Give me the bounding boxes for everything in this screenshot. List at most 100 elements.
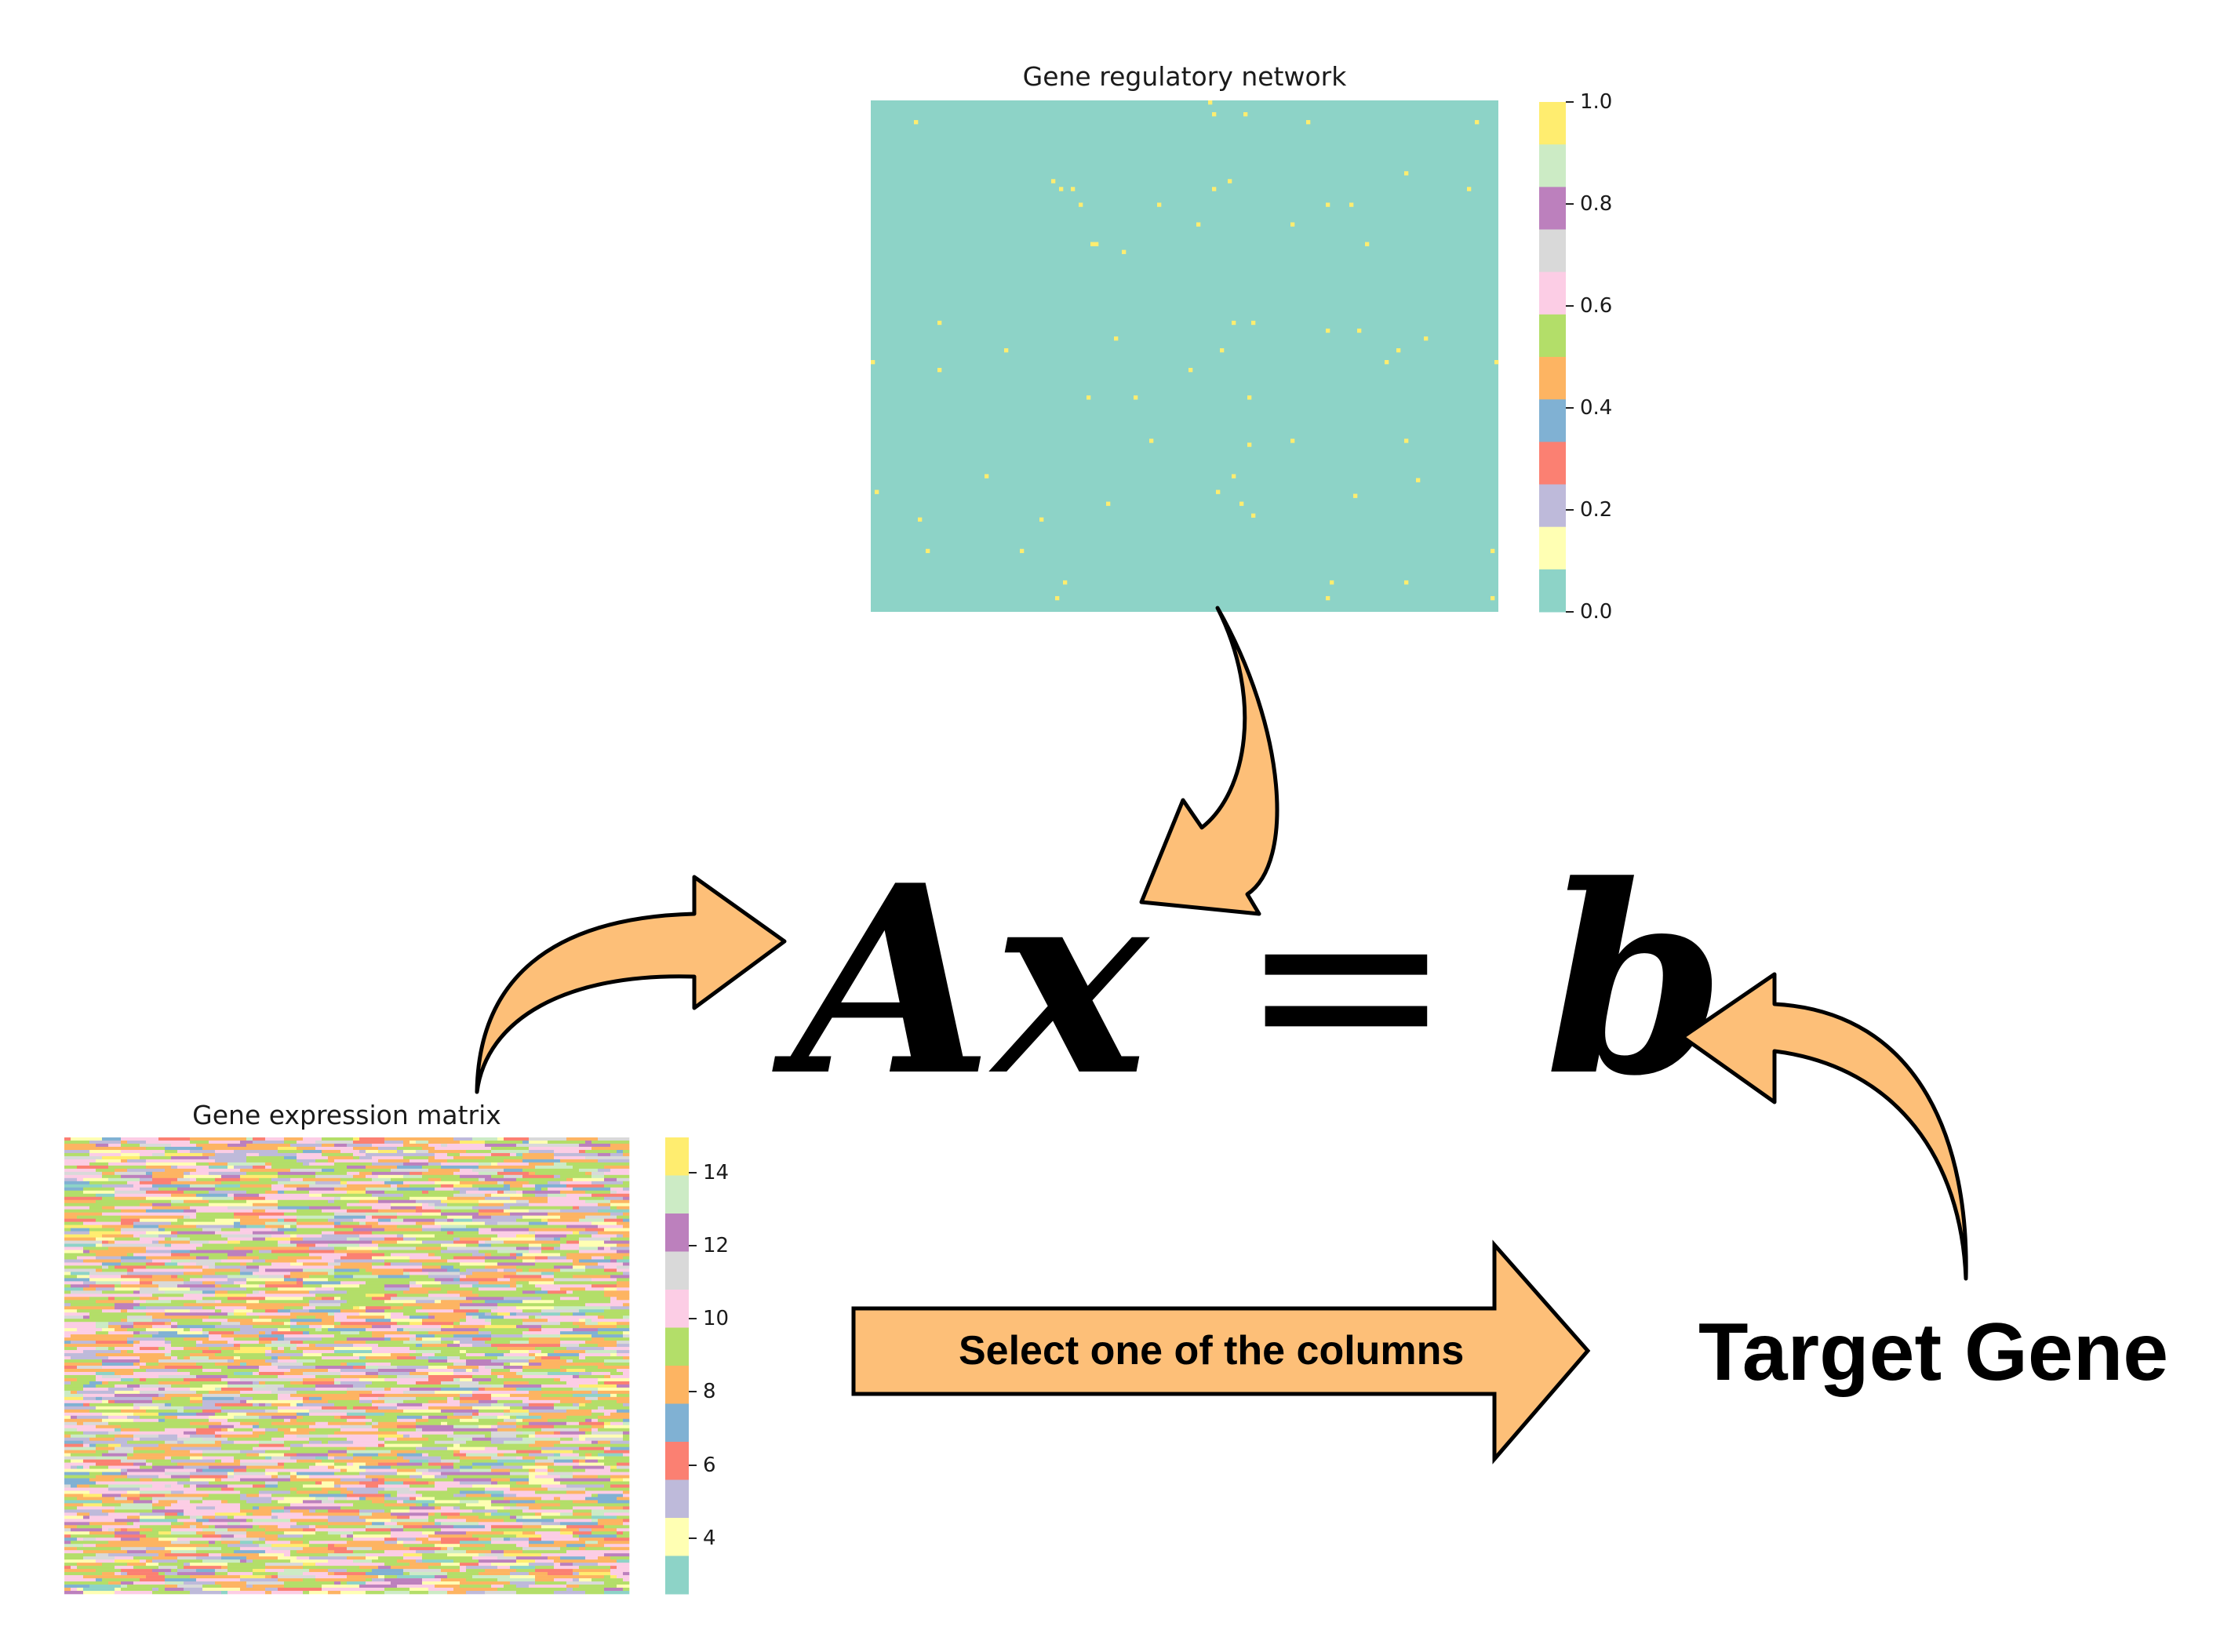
expression-cell [89, 1284, 115, 1288]
expression-cell [510, 1566, 536, 1570]
expression-cell [453, 1450, 460, 1454]
expression-cell [554, 1300, 592, 1304]
expression-cell [485, 1221, 498, 1225]
expression-cell [303, 1563, 316, 1566]
expression-cell [328, 1368, 341, 1373]
expression-cell [359, 1221, 366, 1225]
expression-cell [253, 1140, 285, 1144]
expression-cell [234, 1475, 272, 1479]
expression-cell [290, 1553, 329, 1557]
expression-cell [133, 1184, 153, 1188]
expression-cell [171, 1446, 209, 1450]
expression-cell [64, 1468, 96, 1472]
expression-cell [579, 1459, 586, 1463]
expression-cell [83, 1487, 109, 1491]
expression-cell [284, 1418, 291, 1423]
expression-cell [196, 1415, 209, 1420]
expression-cell [253, 1309, 260, 1313]
expression-cell [516, 1143, 555, 1148]
expression-cell [485, 1253, 492, 1257]
expression-cell [290, 1559, 329, 1563]
grn-cell [1326, 595, 1330, 601]
grn-cell [937, 368, 942, 373]
expression-cell [491, 1215, 523, 1219]
expression-cell [340, 1281, 366, 1285]
expression-cell [359, 1377, 385, 1382]
expression-cell [297, 1155, 329, 1160]
expression-cell [158, 1284, 178, 1288]
expression-cell [227, 1381, 253, 1385]
expression-cell [96, 1475, 128, 1479]
expression-cell [447, 1575, 473, 1579]
expression-cell [441, 1325, 454, 1329]
grn-cell [1251, 513, 1256, 518]
expression-cell [391, 1203, 423, 1206]
expression-cell [535, 1434, 542, 1438]
expression-cell [127, 1309, 166, 1313]
expression-cell [227, 1418, 247, 1423]
expression-cell [284, 1278, 297, 1282]
expression-cell [227, 1572, 253, 1576]
expression-cell [522, 1465, 548, 1469]
expression-cell [315, 1509, 329, 1513]
expression-cell [529, 1199, 548, 1204]
expression-cell [560, 1437, 573, 1441]
expression-cell [366, 1591, 385, 1595]
expression-cell [579, 1297, 611, 1301]
expression-cell [391, 1494, 398, 1497]
expression-cell [403, 1572, 410, 1576]
expression-cell [271, 1494, 310, 1497]
expression-cell [372, 1547, 410, 1551]
expression-cell [422, 1503, 429, 1507]
expression-cell [428, 1453, 454, 1457]
expression-cell [428, 1459, 442, 1463]
expression-cell [309, 1265, 329, 1269]
expression-cell [196, 1224, 235, 1228]
expression-cell [573, 1512, 592, 1516]
expression-cell [64, 1415, 71, 1420]
expression-cell [303, 1578, 316, 1582]
expression-cell [573, 1563, 599, 1566]
expression-cell [246, 1155, 285, 1160]
expression-cell [422, 1581, 460, 1585]
expression-cell [196, 1412, 216, 1417]
expression-cell [89, 1566, 115, 1570]
expression-cell [359, 1306, 366, 1310]
expression-cell [466, 1268, 498, 1272]
expression-cell [516, 1415, 542, 1420]
expression-cell [384, 1497, 410, 1501]
expression-colorbar-band [665, 1214, 689, 1252]
expression-cell [83, 1259, 122, 1263]
grn-cell [926, 548, 930, 554]
expression-cell [303, 1506, 341, 1510]
grn-cell [1326, 202, 1330, 207]
expression-cell [347, 1315, 385, 1319]
expression-cell [453, 1478, 492, 1482]
expression-cell [554, 1275, 567, 1279]
expression-cell [177, 1356, 184, 1360]
expression-cell [108, 1553, 147, 1557]
expression-cell [121, 1537, 140, 1541]
expression-cell [384, 1393, 423, 1398]
expression-cell [209, 1347, 222, 1351]
expression-cell [378, 1434, 404, 1438]
expression-cell [623, 1312, 630, 1316]
expression-cell [403, 1234, 435, 1238]
expression-cell [504, 1224, 530, 1228]
expression-cell [416, 1497, 435, 1501]
expression-cell [165, 1575, 191, 1579]
expression-cell [284, 1140, 297, 1144]
expression-cell [529, 1146, 555, 1151]
expression-cell [453, 1437, 473, 1441]
expression-cell [372, 1206, 391, 1210]
grn-colorbar-band [1539, 484, 1566, 528]
expression-cell [234, 1331, 260, 1335]
expression-cell [64, 1315, 84, 1319]
expression-cell [479, 1572, 511, 1576]
expression-cell [102, 1509, 115, 1513]
expression-cell [541, 1525, 567, 1529]
expression-cell [366, 1519, 391, 1523]
expression-cell [115, 1572, 122, 1576]
expression-cell [604, 1406, 630, 1410]
expression-cell [403, 1140, 410, 1144]
